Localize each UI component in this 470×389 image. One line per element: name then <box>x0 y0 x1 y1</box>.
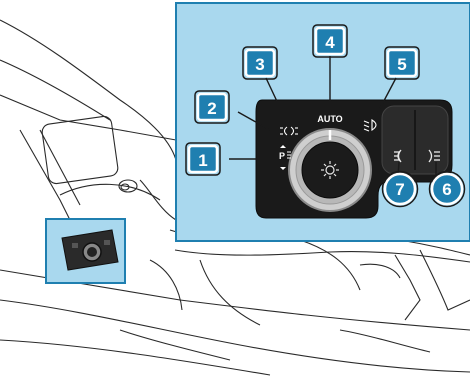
rotary-light-switch-knob <box>302 142 358 198</box>
callout-5: 5 <box>385 47 419 79</box>
location-inset <box>46 219 125 283</box>
callout-1-number: 1 <box>198 151 207 170</box>
callout-3: 3 <box>243 47 277 79</box>
callout-2: 2 <box>195 91 229 123</box>
parking-light-label: P <box>279 151 285 161</box>
callout-6-number: 6 <box>442 180 451 199</box>
callout-3-number: 3 <box>255 55 264 74</box>
callout-7: 7 <box>383 172 418 207</box>
auto-position-label: AUTO <box>317 114 342 124</box>
callout-1: 1 <box>186 143 220 175</box>
callout-5-number: 5 <box>397 55 406 74</box>
callout-4-number: 4 <box>325 33 335 52</box>
callout-4: 4 <box>313 25 347 57</box>
callout-7-number: 7 <box>395 180 404 199</box>
callout-2-number: 2 <box>207 99 216 118</box>
callout-6: 6 <box>430 172 465 207</box>
